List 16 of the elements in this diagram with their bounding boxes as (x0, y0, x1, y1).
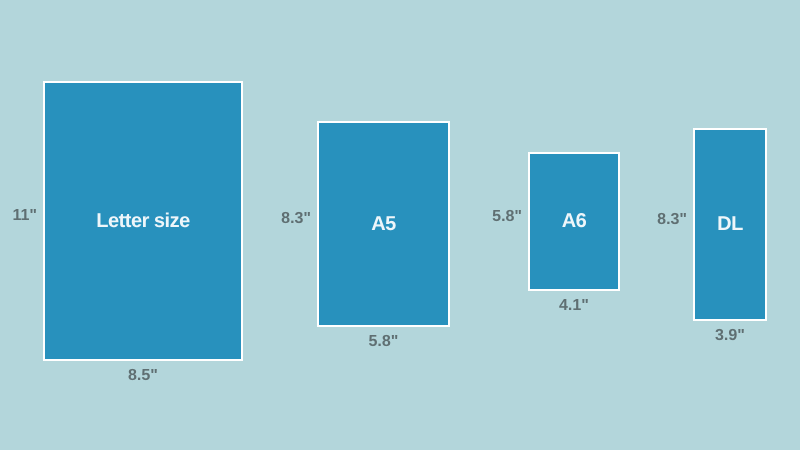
height-label: 11" (12, 207, 37, 225)
size-name: DL (717, 213, 743, 236)
width-label: 5.8" (368, 333, 398, 351)
height-label: 8.3" (657, 210, 687, 228)
paper-sheet (43, 81, 243, 361)
paper-sheet (528, 152, 620, 291)
paper-sheet (693, 128, 767, 321)
height-label: 5.8" (492, 208, 522, 226)
paper-sheet (317, 121, 450, 327)
width-label: 8.5" (128, 367, 158, 385)
width-label: 4.1" (559, 297, 589, 315)
width-label: 3.9" (715, 327, 745, 345)
height-label: 8.3" (281, 210, 311, 228)
size-name: A5 (371, 212, 396, 236)
size-name: A6 (562, 210, 586, 233)
size-name: Letter size (96, 210, 190, 232)
